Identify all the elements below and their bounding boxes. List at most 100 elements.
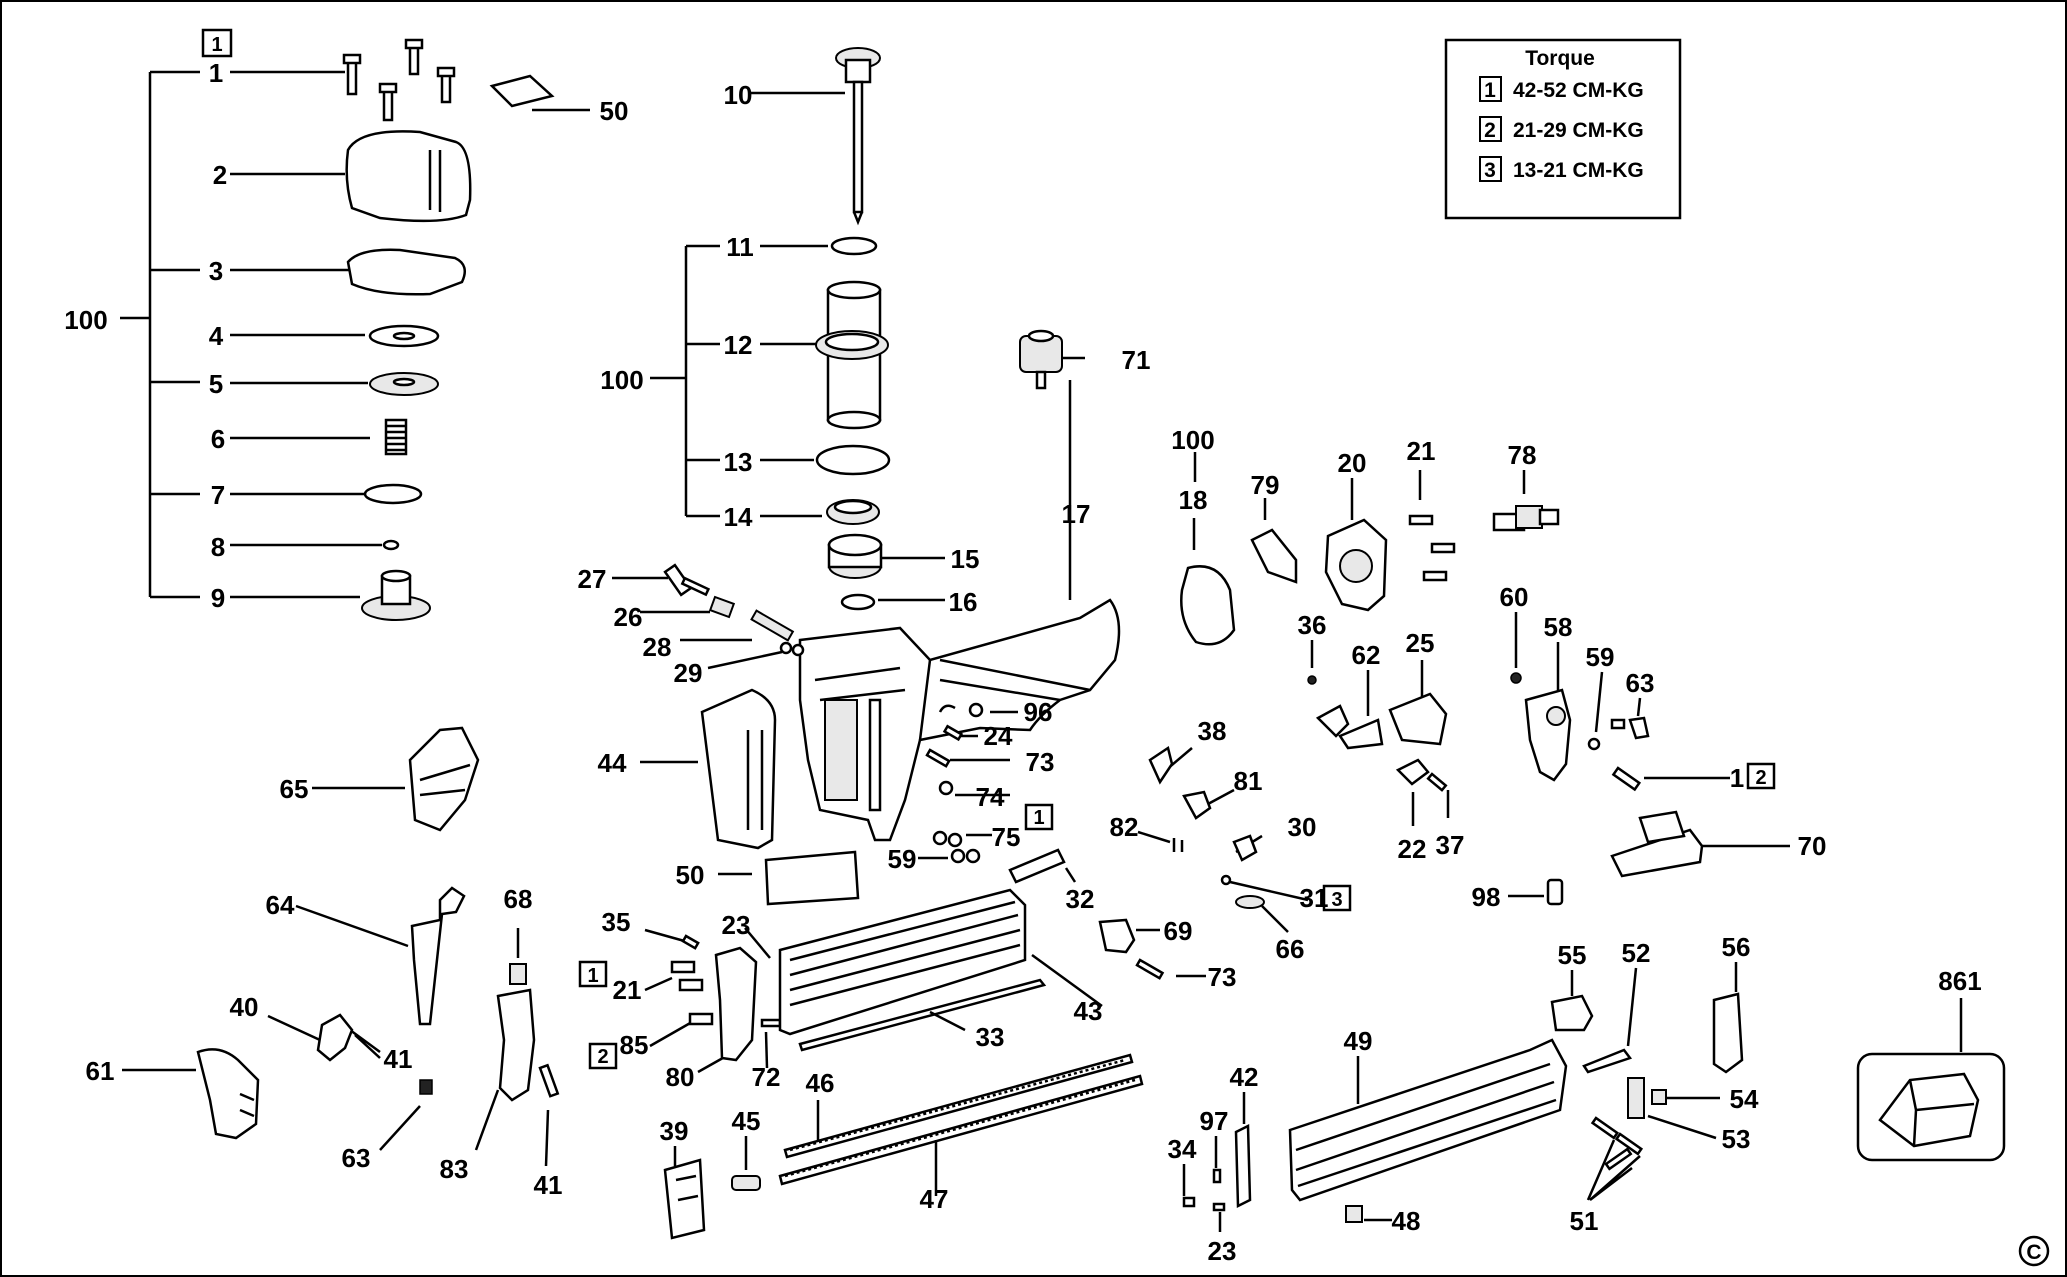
bolt-part — [612, 563, 711, 597]
callout-number: 50 — [676, 860, 705, 890]
callout-number: 36 — [1298, 610, 1327, 640]
callout-number: 14 — [724, 502, 753, 532]
screw-part — [932, 830, 992, 848]
callout-number: 75 — [992, 822, 1021, 852]
washer-part — [1587, 737, 1601, 751]
spring-part — [1627, 1077, 1645, 1119]
cylinder-part — [815, 280, 889, 430]
callout-number: 59 — [888, 844, 917, 874]
torque-box-1 — [1024, 803, 1054, 831]
leader-line — [644, 976, 673, 992]
guard-part — [700, 688, 777, 850]
latch-spring-part — [1582, 1048, 1633, 1074]
torque-table-title: Torque — [1525, 47, 1595, 70]
link-part — [1395, 758, 1430, 786]
torque-key-box — [1479, 156, 1502, 182]
pusher-knob-part — [731, 1175, 761, 1191]
callout-number: 25 — [1406, 628, 1435, 658]
pin-part — [681, 934, 700, 950]
callout-box-number: 1 — [587, 965, 598, 987]
handle-end-group — [1508, 612, 1790, 906]
trigger-group — [122, 726, 560, 1167]
callout-number: 38 — [1198, 716, 1227, 746]
valve-part — [361, 569, 431, 621]
callout-number: 79 — [1251, 470, 1280, 500]
callout-box-number: 3 — [1331, 889, 1342, 911]
screw-part — [1408, 514, 1456, 582]
torque-key: 1 — [1484, 79, 1496, 102]
callout-number: 35 — [602, 907, 631, 937]
plug-part — [1628, 716, 1650, 740]
callout-number: 16 — [949, 587, 978, 617]
callout-number: 11 — [726, 232, 754, 262]
callout-number: 2 — [213, 160, 227, 190]
leader-lines — [230, 70, 590, 599]
pin-part — [680, 609, 795, 642]
callout-number: 41 — [534, 1170, 563, 1200]
callout-number: 861 — [1938, 966, 1981, 996]
screw-part — [688, 1012, 714, 1026]
pin-part — [1212, 1168, 1222, 1184]
spring-clip-part — [1148, 745, 1174, 785]
callout-number: 26 — [614, 602, 643, 632]
disc-part — [840, 593, 876, 611]
callout-number: 100 — [1171, 425, 1214, 455]
nose-pad-part — [196, 1048, 260, 1140]
latch-part — [1008, 848, 1066, 884]
callout-number: 39 — [660, 1116, 689, 1146]
torque-key-box — [1479, 76, 1502, 102]
screw-part — [1220, 874, 1232, 886]
callout-number: 62 — [1352, 640, 1381, 670]
leader-lines — [1586, 1139, 1641, 1201]
callout-number: 97 — [1200, 1106, 1229, 1136]
leader-line — [649, 1020, 693, 1048]
callout-box-number: 2 — [597, 1046, 608, 1068]
exhaust-group — [1137, 452, 1560, 933]
callout-number: 44 — [598, 748, 627, 778]
callout-number: 56 — [1722, 932, 1751, 962]
callout-number: 21 — [1407, 436, 1436, 466]
callout-number: 22 — [1398, 834, 1427, 864]
torque-key: 3 — [1484, 159, 1496, 182]
screw-part — [342, 38, 456, 122]
leader-line — [295, 904, 409, 948]
callout-box-number: 2 — [1755, 767, 1766, 789]
nosepiece-part — [714, 946, 758, 1062]
lever-part — [1338, 718, 1384, 750]
leader-line — [1626, 967, 1638, 1047]
piston-group — [650, 47, 1085, 611]
callout-number: 32 — [1066, 884, 1095, 914]
callout-number: 83 — [440, 1154, 469, 1184]
callout-number: 4 — [209, 321, 224, 351]
gasket-part — [1180, 565, 1236, 646]
leader-line — [1636, 697, 1642, 717]
deflector-part — [1250, 528, 1298, 584]
callout-number: 73 — [1026, 747, 1055, 777]
torque-box-2 — [1746, 762, 1776, 790]
callout-number: 41 — [384, 1044, 413, 1074]
leader-line — [1031, 953, 1103, 1008]
o-ring-part — [363, 483, 423, 505]
group-bracket — [120, 70, 200, 599]
end-cap-part — [1524, 688, 1572, 782]
torque-box-3 — [1322, 884, 1352, 912]
callout-number: 78 — [1508, 440, 1537, 470]
callout-number: 85 — [620, 1030, 649, 1060]
callout-number: 6 — [211, 424, 225, 454]
torque-table: Torque 1 42-52 CM-KG 2 21-29 CM-KG 3 13-… — [1444, 38, 1682, 220]
head-assembly-group: 1 — [120, 28, 590, 621]
callout-number: 66 — [1276, 934, 1305, 964]
warning-label-part — [764, 850, 860, 906]
clip-part — [1234, 1124, 1252, 1208]
callout-number: 33 — [976, 1022, 1005, 1052]
callout-number: 81 — [1234, 766, 1263, 796]
screw-part — [1611, 766, 1642, 792]
leader-line — [1064, 867, 1077, 883]
callout-number: 30 — [1288, 812, 1317, 842]
callout-number: 46 — [806, 1068, 835, 1098]
pin-part — [1212, 1202, 1226, 1212]
driver-blade-part — [835, 47, 881, 226]
warning-label-part — [489, 74, 555, 108]
